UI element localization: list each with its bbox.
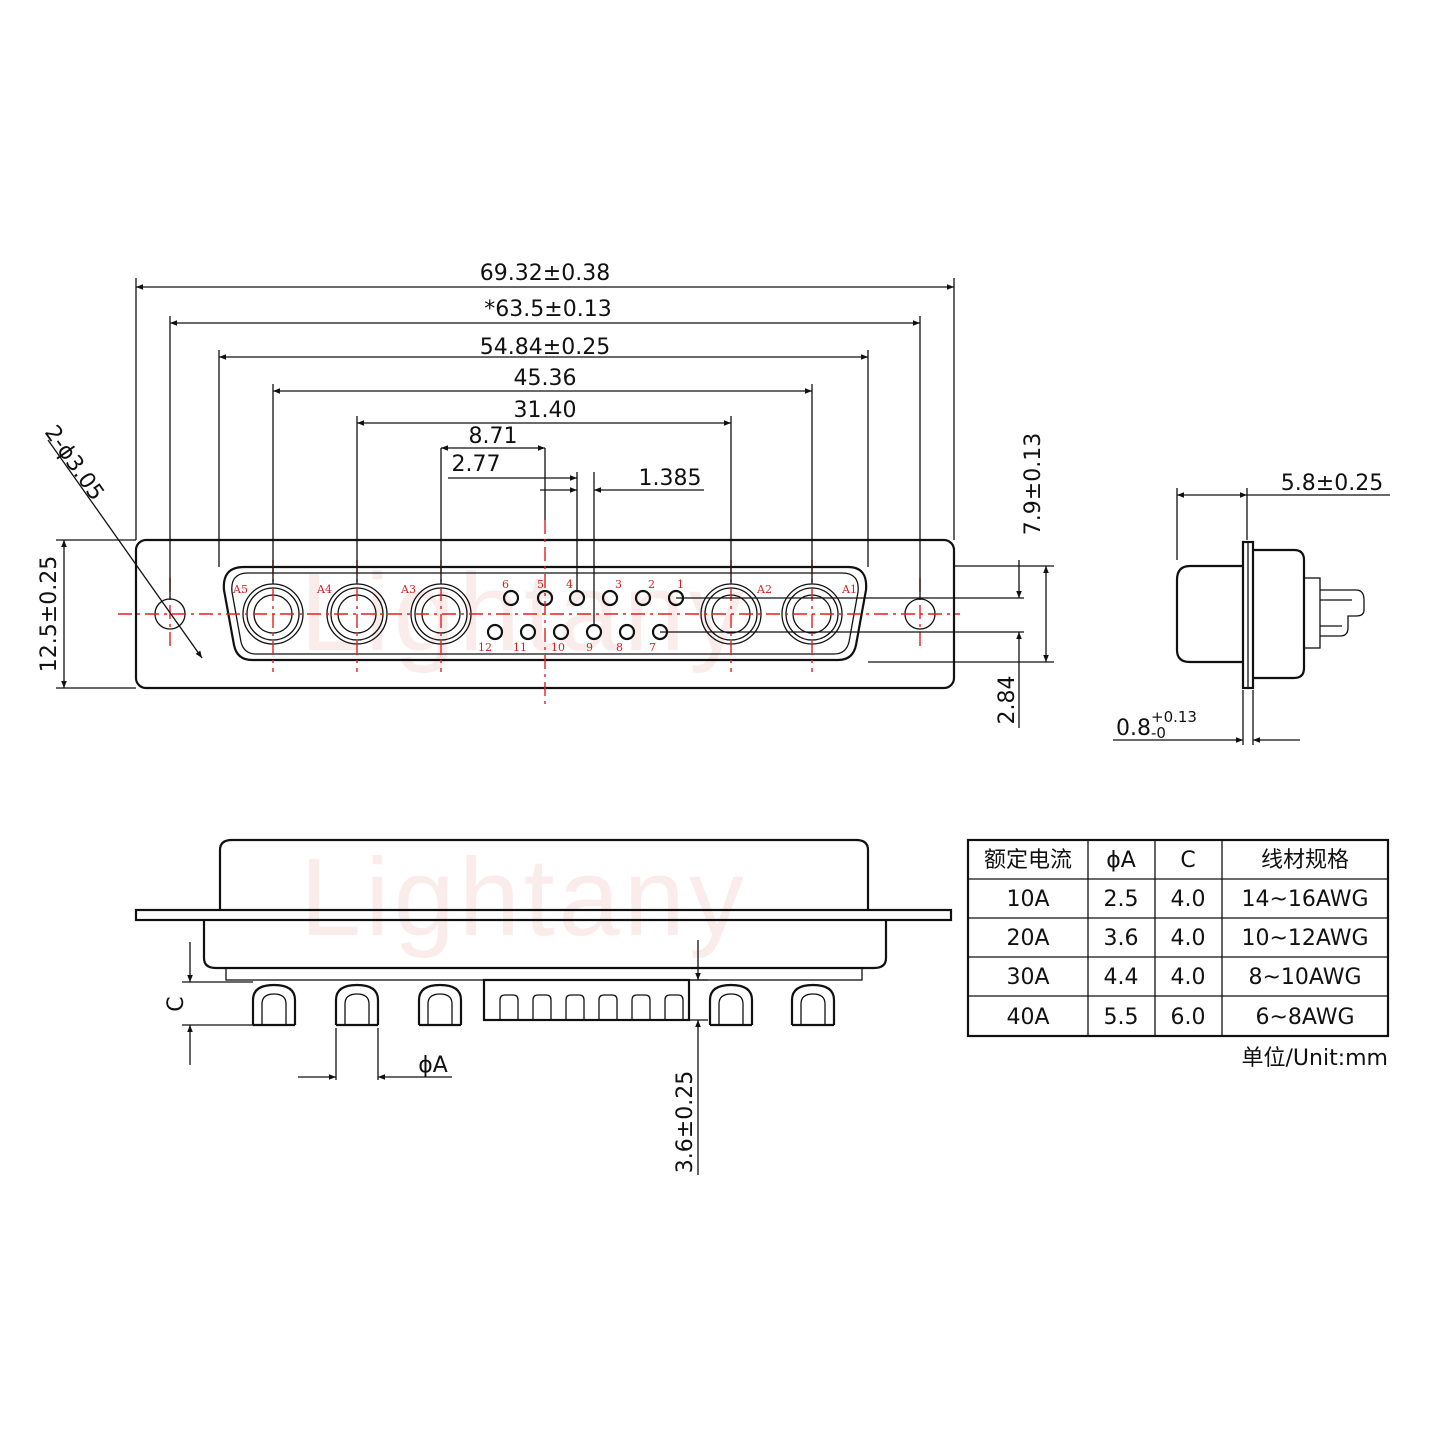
signal-pin-3 bbox=[601, 589, 619, 607]
label-a3: A3 bbox=[400, 583, 416, 596]
label-a2: A2 bbox=[756, 583, 772, 596]
dim-outer-cavity-pitch: 45.36 bbox=[514, 366, 577, 391]
dim-row-spacing: 7.9±0.13 bbox=[1021, 433, 1046, 535]
label-pin-10: 10 bbox=[551, 641, 565, 654]
terminal-a4 bbox=[334, 983, 380, 1027]
bottom-view: C ϕA 3.6±0.25 bbox=[134, 838, 953, 1175]
label-pin-3: 3 bbox=[615, 578, 622, 591]
bottom-shell-top bbox=[218, 838, 870, 910]
signal-terminals bbox=[499, 994, 684, 1020]
svg-text:6.0: 6.0 bbox=[1171, 1005, 1206, 1030]
label-a5: A5 bbox=[232, 583, 248, 596]
svg-text:6~8AWG: 6~8AWG bbox=[1255, 1005, 1354, 1030]
label-a1: A1 bbox=[841, 583, 857, 596]
table-row: 40A 5.5 6.0 6~8AWG bbox=[1006, 1005, 1354, 1030]
label-pin-9: 9 bbox=[586, 641, 593, 654]
shell-outer bbox=[222, 565, 868, 662]
watermark-bottom: Lightany bbox=[300, 836, 748, 959]
svg-text:10A: 10A bbox=[1006, 887, 1049, 912]
signal-pin-11 bbox=[519, 623, 537, 641]
svg-text:20A: 20A bbox=[1006, 926, 1049, 951]
table-row: 20A 3.6 4.0 10~12AWG bbox=[1006, 926, 1368, 951]
dim-row-offset: 2.84 bbox=[995, 676, 1020, 725]
signal-terminal-block bbox=[482, 978, 691, 1022]
terminal-a1 bbox=[790, 983, 836, 1027]
label-pin-5: 5 bbox=[537, 578, 544, 591]
table-header-diameter: ϕA bbox=[1106, 848, 1136, 873]
dim-signal-row-pitch: 2.77 bbox=[452, 452, 501, 477]
side-view: 5.8±0.25 0.8 +0.13 -0 bbox=[1113, 471, 1390, 745]
dim-flange-thickness: 0.8 bbox=[1116, 716, 1151, 741]
svg-text:4.4: 4.4 bbox=[1104, 965, 1139, 990]
svg-text:2.5: 2.5 bbox=[1104, 887, 1139, 912]
label-pin-1: 1 bbox=[677, 578, 684, 591]
svg-text:8~10AWG: 8~10AWG bbox=[1248, 965, 1361, 990]
svg-text:5.5: 5.5 bbox=[1104, 1005, 1139, 1030]
signal-pin-6 bbox=[502, 589, 520, 607]
svg-text:30A: 30A bbox=[1006, 965, 1049, 990]
dim-overall-width: 69.32±0.38 bbox=[480, 261, 610, 286]
label-pin-11: 11 bbox=[513, 641, 527, 654]
terminal-a2 bbox=[708, 983, 754, 1027]
label-a4: A4 bbox=[316, 583, 332, 596]
dim-mount-hole: 2-ϕ3.05 bbox=[39, 421, 108, 505]
svg-text:4.0: 4.0 bbox=[1171, 887, 1206, 912]
svg-text:14~16AWG: 14~16AWG bbox=[1241, 887, 1368, 912]
svg-text:4.0: 4.0 bbox=[1171, 965, 1206, 990]
svg-text:40A: 40A bbox=[1006, 1005, 1049, 1030]
svg-text:3.6: 3.6 bbox=[1104, 926, 1139, 951]
table-header-current: 额定电流 bbox=[984, 848, 1072, 873]
terminal-a5 bbox=[251, 983, 297, 1027]
label-pin-4: 4 bbox=[566, 578, 573, 591]
label-pin-7: 7 bbox=[649, 641, 656, 654]
table-header-c: C bbox=[1180, 848, 1195, 873]
bottom-flange bbox=[134, 908, 953, 922]
dim-side-depth: 5.8±0.25 bbox=[1281, 471, 1383, 496]
dim-flange-tol-plus: +0.13 bbox=[1151, 708, 1197, 726]
dim-pin-length-c: C bbox=[164, 996, 189, 1011]
dim-flange-height: 12.5±0.25 bbox=[37, 556, 62, 672]
dim-mount-hole-pitch: *63.5±0.13 bbox=[484, 297, 611, 322]
front-dimensions: 69.32±0.38 *63.5±0.13 54.84±0.25 45.36 3… bbox=[37, 261, 1054, 728]
terminal-a3 bbox=[417, 983, 463, 1027]
label-pin-2: 2 bbox=[648, 578, 655, 591]
label-pin-6: 6 bbox=[502, 578, 509, 591]
signal-pin-8 bbox=[618, 623, 636, 641]
dim-signal-pin-length: 3.6±0.25 bbox=[673, 1071, 698, 1173]
side-body bbox=[1253, 548, 1306, 680]
dim-signal-offset: 8.71 bbox=[469, 424, 518, 449]
label-pin-8: 8 bbox=[616, 641, 623, 654]
side-shell bbox=[1175, 564, 1243, 664]
signal-pin-12 bbox=[486, 623, 504, 641]
table-header-wire: 线材规格 bbox=[1261, 848, 1349, 873]
table-row: 10A 2.5 4.0 14~16AWG bbox=[1006, 887, 1368, 912]
svg-text:10~12AWG: 10~12AWG bbox=[1241, 926, 1368, 951]
dim-pin-diameter-a: ϕA bbox=[418, 1053, 448, 1078]
watermark-top: Lightany bbox=[300, 551, 748, 674]
shell-inner bbox=[231, 572, 859, 655]
dim-shell-width: 54.84±0.25 bbox=[480, 335, 610, 360]
dim-flange-tol-minus: -0 bbox=[1151, 724, 1166, 742]
table-row: 30A 4.4 4.0 8~10AWG bbox=[1006, 965, 1361, 990]
signal-pin-10 bbox=[552, 623, 570, 641]
signal-pin-2 bbox=[634, 589, 652, 607]
label-pin-12: 12 bbox=[478, 641, 492, 654]
unit-note: 单位/Unit:mm bbox=[1242, 1046, 1388, 1071]
svg-text:4.0: 4.0 bbox=[1171, 926, 1206, 951]
dim-signal-half-pitch: 1.385 bbox=[639, 466, 702, 491]
spec-table: 额定电流 ϕA C 线材规格 10A 2.5 4.0 14~16AWG 20A … bbox=[966, 838, 1390, 1071]
signal-pin-4 bbox=[568, 589, 586, 607]
dim-inner-cavity-pitch: 31.40 bbox=[514, 398, 577, 423]
